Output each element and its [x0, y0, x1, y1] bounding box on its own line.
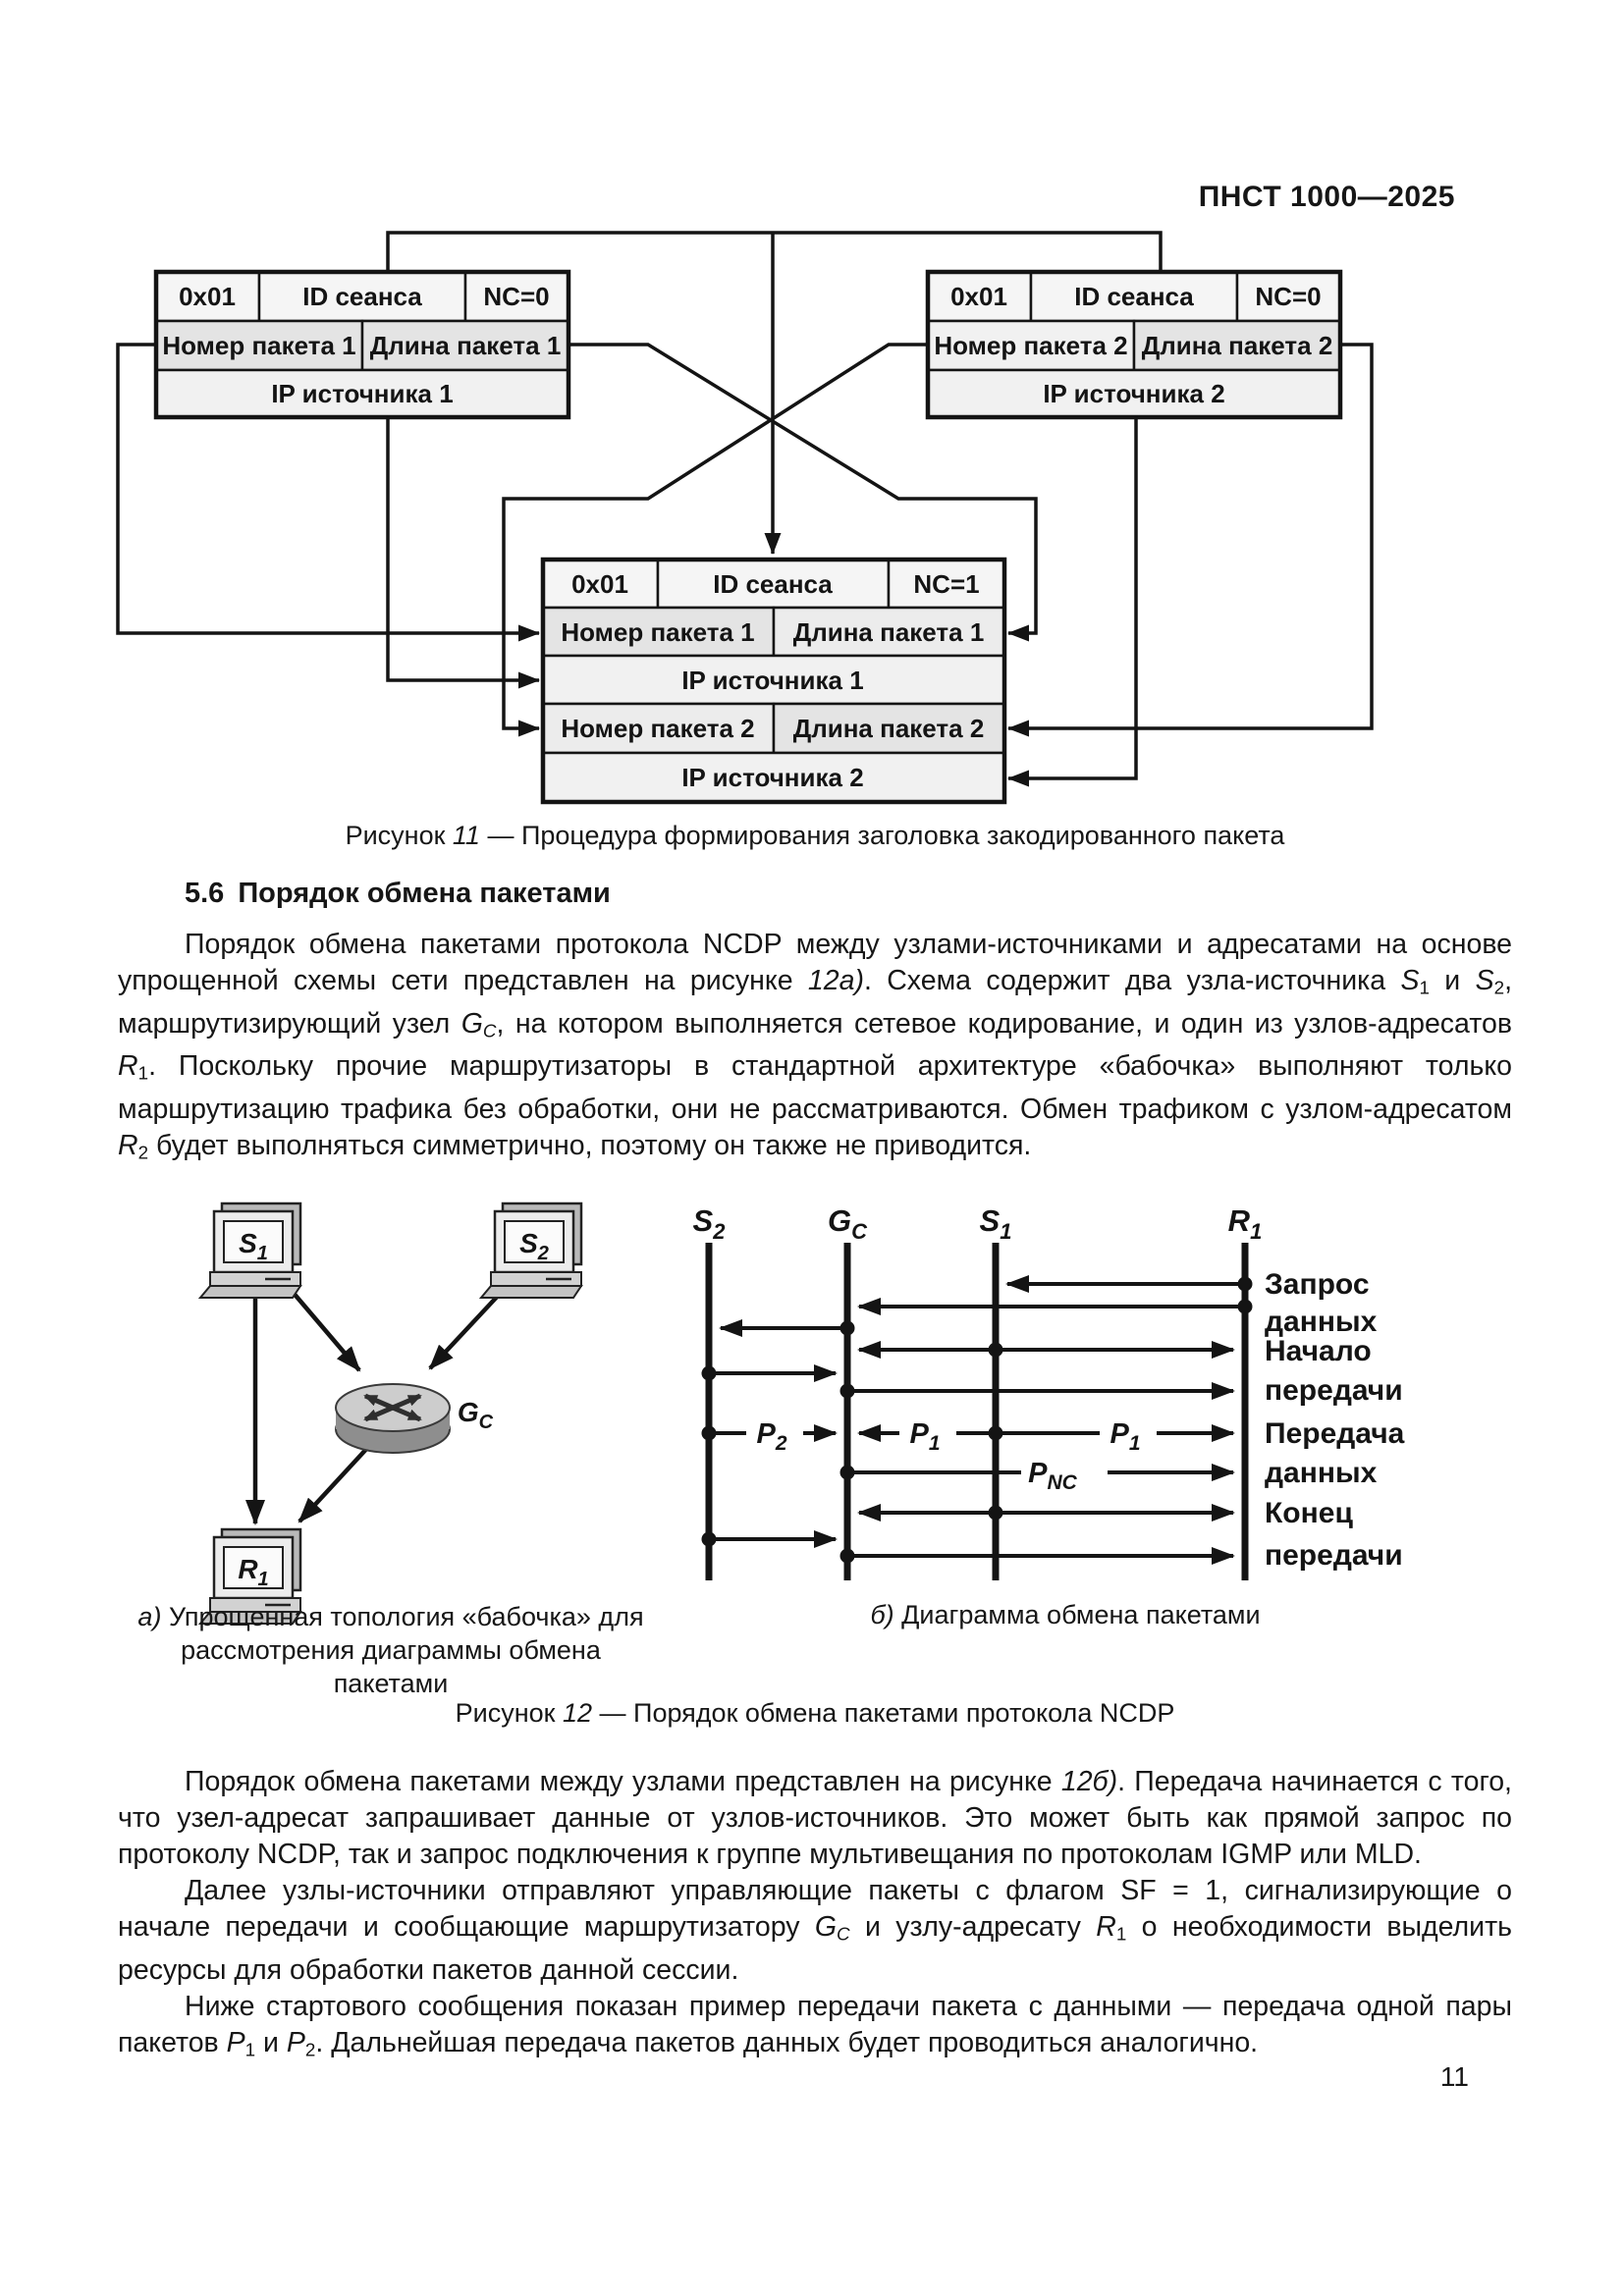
lifeline-label-s1: S1	[980, 1203, 1012, 1244]
connector-pkt1-ip	[386, 417, 540, 689]
figure11-connectors	[116, 231, 1374, 787]
connector-pkt1-number	[116, 343, 540, 642]
link-s1-gc	[290, 1289, 361, 1372]
phase-data-2: данных	[1265, 1457, 1378, 1489]
field-packet2-length: Длина пакета 2	[793, 714, 985, 743]
router-icon-gc: GC	[335, 1383, 494, 1454]
field-packet-number: Номер пакета 1	[162, 331, 355, 360]
computer-icon-r1: R1	[197, 1527, 302, 1625]
phase-request-1: Запрос	[1265, 1268, 1370, 1301]
caption-line: а) Упрощенная топология «бабочка» для	[137, 1602, 644, 1631]
caption-line: рассмотрения диаграммы обмена пакетами	[181, 1635, 601, 1698]
paragraph: Ниже стартового сообщения показан пример…	[118, 1990, 1512, 2060]
lifeline-label-s2: S2	[693, 1203, 727, 1244]
field-source2-ip: IP источника 2	[681, 763, 863, 792]
link-s2-gc	[428, 1292, 502, 1370]
field-type: 0x01	[571, 569, 628, 599]
svg-text:R1: R1	[238, 1554, 268, 1590]
figure-12a-caption: а) Упрощенная топология «бабочка» для ра…	[126, 1600, 656, 1700]
field-session-id: ID сеанса	[713, 569, 833, 599]
svg-text:S2: S2	[519, 1228, 549, 1264]
phase-end-2: передачи	[1265, 1539, 1403, 1572]
field-packet-number: Номер пакета 2	[934, 331, 1127, 360]
field-source1-ip: IP источника 1	[681, 666, 863, 695]
section-number: 5.6	[185, 878, 225, 909]
section-heading: 5.6 Порядок обмена пакетами	[185, 878, 611, 910]
paragraph: Порядок обмена пакетами протокола NCDP м…	[118, 929, 1512, 1162]
section-title: Порядок обмена пакетами	[238, 878, 611, 909]
message-origin-dots	[701, 1276, 1253, 1564]
packet-label-p1: P1	[1110, 1418, 1140, 1455]
field-packet2-number: Номер пакета 2	[561, 714, 754, 743]
messages	[709, 1275, 1245, 1565]
field-nc-flag: NC=0	[483, 282, 549, 311]
figure-11-caption: Рисунок 11 — Процедура формирования заго…	[345, 821, 1285, 850]
body-paragraphs-2-4: Порядок обмена пакетами между узлами пре…	[118, 1764, 1512, 2067]
phase-data-1: Передача	[1265, 1417, 1405, 1450]
field-type: 0x01	[179, 282, 236, 311]
body-paragraph-1: Порядок обмена пакетами протокола NCDP м…	[118, 927, 1512, 1170]
packet1-box: 0x01 ID сеанса NC=0 Номер пакета 1 Длина…	[153, 269, 571, 420]
field-packet-length: Длина пакета 2	[1142, 331, 1333, 360]
phase-start-1: Начало	[1265, 1335, 1372, 1367]
phase-request-2: данных	[1265, 1306, 1378, 1338]
connector-pkt2-ip	[1007, 417, 1138, 787]
figure-11-packet-header-diagram: 0x01 ID сеанса NC=0 Номер пакета 1 Длина…	[116, 231, 1374, 805]
computer-icon-s1: S1	[197, 1201, 302, 1299]
figure-12b-sequence-diagram: S2 GC S1 R1	[693, 1203, 1405, 1580]
figure-12a-topology-diagram: S1 S2 GC R1	[197, 1201, 583, 1625]
field-packet1-length: Длина пакета 1	[793, 617, 985, 647]
figure-12-caption: Рисунок 12 — Порядок обмена пакетами про…	[455, 1698, 1175, 1728]
field-session-id: ID сеанса	[302, 282, 422, 311]
computer-icon-s2: S2	[478, 1201, 583, 1299]
topology-links	[245, 1289, 502, 1525]
paragraph: Порядок обмена пакетами между узлами пре…	[118, 1766, 1512, 1870]
field-source-ip: IP источника 2	[1043, 379, 1224, 408]
field-packet1-number: Номер пакета 1	[561, 617, 754, 647]
phase-labels: Запрос данных Начало передачи Передача д…	[1265, 1268, 1405, 1572]
packet-labels: P2 P1 P1 PNC	[746, 1415, 1157, 1494]
connector-pkt2-number	[502, 343, 928, 737]
coded-packet-box: 0x01 ID сеанса NC=1 Номер пакета 1 Длина…	[540, 557, 1007, 805]
page-number: 11	[1439, 2061, 1469, 2092]
lifeline-label-r1: R1	[1228, 1203, 1263, 1244]
connector-pkt2-length	[1007, 343, 1374, 737]
packet-label-p1: P1	[909, 1418, 940, 1455]
packet-label-pnc: PNC	[1028, 1458, 1078, 1494]
document-code: ПНСТ 1000—2025	[1198, 181, 1455, 213]
field-type: 0x01	[950, 282, 1007, 311]
packet-label-p2: P2	[756, 1418, 786, 1455]
field-packet-length: Длина пакета 1	[370, 331, 562, 360]
connector-pkt1-length	[568, 343, 1038, 642]
packet2-box: 0x01 ID сеанса NC=0 Номер пакета 2 Длина…	[925, 269, 1343, 420]
field-nc-flag: NC=0	[1255, 282, 1321, 311]
phase-end-1: Конец	[1265, 1497, 1353, 1529]
field-session-id: ID сеанса	[1074, 282, 1194, 311]
field-nc-flag: NC=1	[913, 569, 979, 599]
lifeline-label-gc: GC	[828, 1203, 868, 1244]
paragraph: Далее узлы-источники отправляют управляю…	[118, 1875, 1512, 1986]
phase-start-2: передачи	[1265, 1374, 1403, 1407]
lifelines	[705, 1243, 1249, 1580]
field-source-ip: IP источника 1	[271, 379, 453, 408]
svg-text:S1: S1	[239, 1228, 268, 1264]
link-gc-r1	[298, 1443, 372, 1523]
figure-12b-caption: б) Диаграмма обмена пакетами	[870, 1600, 1261, 1629]
svg-text:GC: GC	[458, 1397, 494, 1433]
